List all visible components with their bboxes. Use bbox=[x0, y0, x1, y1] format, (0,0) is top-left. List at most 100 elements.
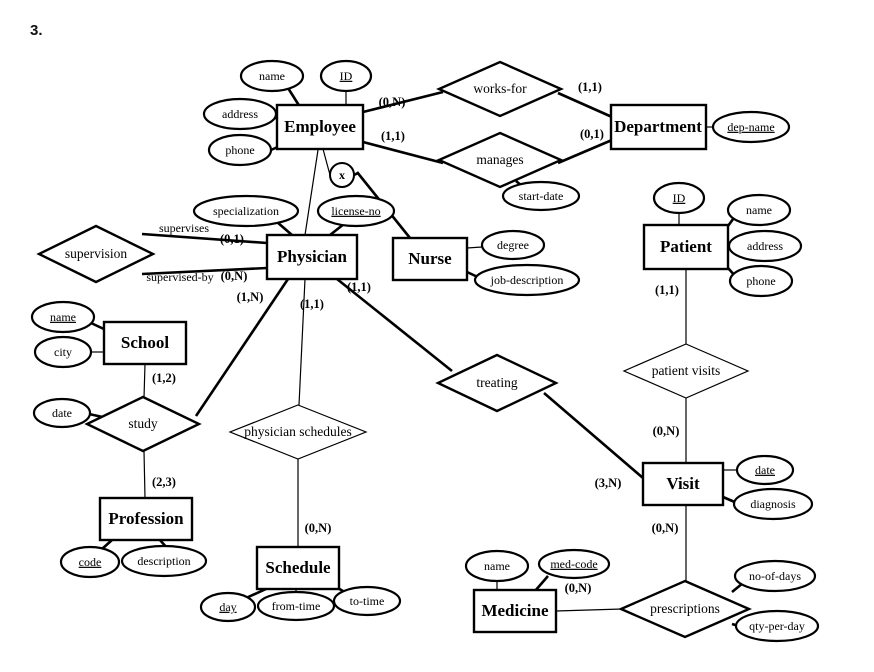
relationship-manages-label: manages bbox=[476, 152, 523, 167]
link-employee-isa-left bbox=[322, 148, 331, 176]
relationship-treating-label: treating bbox=[476, 375, 517, 390]
attribute-patient-address[interactable]: address bbox=[727, 229, 803, 263]
attribute-employee-phone-label: phone bbox=[225, 143, 254, 157]
attribute-patient-phone-label: phone bbox=[746, 274, 775, 288]
entity-department-label: Department bbox=[614, 117, 702, 136]
relationship-study-label: study bbox=[128, 416, 158, 431]
attribute-study-date[interactable]: date bbox=[32, 397, 92, 429]
attribute-nurse-job-description-label: job-description bbox=[490, 273, 564, 287]
relationship-treating[interactable]: treating bbox=[435, 353, 559, 413]
attribute-schedule-day[interactable]: day bbox=[199, 591, 257, 623]
entity-visit-label: Visit bbox=[666, 474, 700, 493]
attribute-visit-date[interactable]: date bbox=[735, 454, 795, 486]
entity-physician[interactable]: Physician bbox=[265, 233, 359, 281]
attribute-prescriptions-no-of-days-label: no-of-days bbox=[749, 569, 801, 583]
entity-patient-label: Patient bbox=[660, 237, 712, 256]
attribute-nurse-degree-label: degree bbox=[497, 238, 529, 252]
cardinality-supervises: (0,1) bbox=[220, 232, 244, 246]
attribute-patient-phone[interactable]: phone bbox=[728, 264, 794, 298]
relationship-prescriptions[interactable]: prescriptions bbox=[618, 579, 752, 639]
entity-employee-label: Employee bbox=[284, 117, 356, 136]
cardinality-supervised-by: (0,N) bbox=[221, 269, 248, 283]
cardinality-department-works-for: (1,1) bbox=[578, 80, 602, 94]
cardinality-department-manages: (0,1) bbox=[580, 127, 604, 141]
attribute-employee-id[interactable]: ID bbox=[319, 59, 373, 93]
attribute-profession-code[interactable]: code bbox=[59, 545, 121, 579]
entity-department[interactable]: Department bbox=[609, 103, 708, 151]
attribute-visit-diagnosis-label: diagnosis bbox=[750, 497, 796, 511]
attribute-employee-name[interactable]: name bbox=[239, 59, 305, 93]
cardinality-patient-visits: (1,1) bbox=[655, 283, 679, 297]
cardinality-profession-study: (2,3) bbox=[152, 475, 176, 489]
attribute-employee-id-label: ID bbox=[340, 69, 353, 83]
entity-school[interactable]: School bbox=[102, 320, 188, 366]
attribute-prescriptions-no-of-days[interactable]: no-of-days bbox=[733, 559, 817, 593]
attribute-visit-date-label: date bbox=[755, 463, 775, 477]
entity-employee[interactable]: Employee bbox=[275, 103, 365, 151]
attribute-school-name[interactable]: name bbox=[30, 300, 96, 334]
cardinality-employee-works-for: (0,N) bbox=[379, 95, 406, 109]
attribute-prescriptions-qty-per-day[interactable]: qty-per-day bbox=[734, 609, 820, 643]
attribute-physician-specialization[interactable]: specialization bbox=[192, 194, 300, 228]
attribute-profession-description[interactable]: description bbox=[120, 544, 208, 578]
entity-visit[interactable]: Visit bbox=[641, 461, 725, 507]
cardinality-schedule: (0,N) bbox=[305, 521, 332, 535]
relationship-works-for[interactable]: works-for bbox=[436, 60, 564, 118]
attribute-medicine-name-label: name bbox=[484, 559, 510, 573]
entity-nurse[interactable]: Nurse bbox=[391, 236, 469, 282]
attribute-employee-name-label: name bbox=[259, 69, 285, 83]
cardinality-visits-visit: (0,N) bbox=[653, 424, 680, 438]
relationship-diamonds: works-for manages supervision study phys… bbox=[36, 60, 752, 639]
cardinality-school-study: (1,2) bbox=[152, 371, 176, 385]
link-schedule-day bbox=[245, 587, 267, 600]
entity-medicine-label: Medicine bbox=[481, 601, 548, 620]
relationship-manages[interactable]: manages bbox=[436, 131, 564, 189]
relationship-physician-schedules-label: physician schedules bbox=[244, 424, 352, 439]
entity-patient[interactable]: Patient bbox=[642, 223, 730, 271]
link-profession-code bbox=[101, 539, 113, 550]
entity-medicine[interactable]: Medicine bbox=[472, 588, 558, 634]
attribute-visit-diagnosis[interactable]: diagnosis bbox=[732, 487, 814, 521]
question-number: 3. bbox=[30, 22, 43, 39]
relationship-patient-visits[interactable]: patient visits bbox=[622, 343, 750, 399]
cardinality-labels: (0,N) (1,1) (1,1) (0,1) (0,1) (0,N) (1,1… bbox=[152, 80, 679, 595]
cardinality-physician-study: (1,N) bbox=[237, 290, 264, 304]
link-supervision-supervises bbox=[141, 232, 268, 245]
link-works-for-department bbox=[557, 91, 613, 119]
entity-profession[interactable]: Profession bbox=[98, 496, 194, 542]
cardinality-medicine-prescriptions: (0,N) bbox=[565, 581, 592, 595]
entity-boxes: Employee Department Physician Nurse Pati… bbox=[98, 103, 730, 634]
relationship-study[interactable]: study bbox=[84, 395, 202, 453]
role-supervises: supervises bbox=[159, 221, 209, 235]
attribute-employee-phone[interactable]: phone bbox=[207, 133, 273, 167]
attribute-nurse-degree[interactable]: degree bbox=[480, 229, 546, 261]
attribute-ellipses: name ID address phone dep-name start-dat… bbox=[30, 59, 820, 643]
attribute-medicine-med-code-label: med-code bbox=[550, 557, 597, 571]
attribute-patient-id[interactable]: ID bbox=[652, 181, 706, 215]
entity-schedule[interactable]: Schedule bbox=[255, 545, 341, 591]
attribute-schedule-to-time[interactable]: to-time bbox=[332, 585, 402, 617]
cardinality-physician-schedules: (1,1) bbox=[300, 297, 324, 311]
attribute-schedule-day-label: day bbox=[219, 600, 236, 614]
attribute-medicine-name[interactable]: name bbox=[464, 549, 530, 583]
attribute-schedule-from-time[interactable]: from-time bbox=[256, 590, 336, 622]
relationship-supervision[interactable]: supervision bbox=[36, 224, 156, 284]
entity-physician-label: Physician bbox=[277, 247, 347, 266]
attribute-nurse-job-description[interactable]: job-description bbox=[473, 263, 581, 297]
attribute-patient-name[interactable]: name bbox=[726, 193, 792, 227]
attribute-manages-start-date-label: start-date bbox=[519, 189, 564, 203]
attribute-employee-address[interactable]: address bbox=[202, 97, 278, 131]
attribute-school-city[interactable]: city bbox=[33, 335, 93, 369]
specialization-disjoint-symbol[interactable]: x bbox=[329, 162, 355, 188]
attribute-manages-start-date[interactable]: start-date bbox=[501, 180, 581, 212]
attribute-physician-specialization-label: specialization bbox=[213, 204, 279, 218]
attribute-physician-license-no-label: license-no bbox=[331, 204, 380, 218]
attribute-employee-address-label: address bbox=[222, 107, 258, 121]
attribute-medicine-med-code[interactable]: med-code bbox=[537, 548, 611, 580]
attribute-department-dep-name[interactable]: dep-name bbox=[711, 110, 791, 144]
attribute-physician-license-no[interactable]: license-no bbox=[316, 194, 396, 228]
cardinality-employee-manages: (1,1) bbox=[381, 129, 405, 143]
relationship-physician-schedules[interactable]: physician schedules bbox=[228, 404, 368, 460]
